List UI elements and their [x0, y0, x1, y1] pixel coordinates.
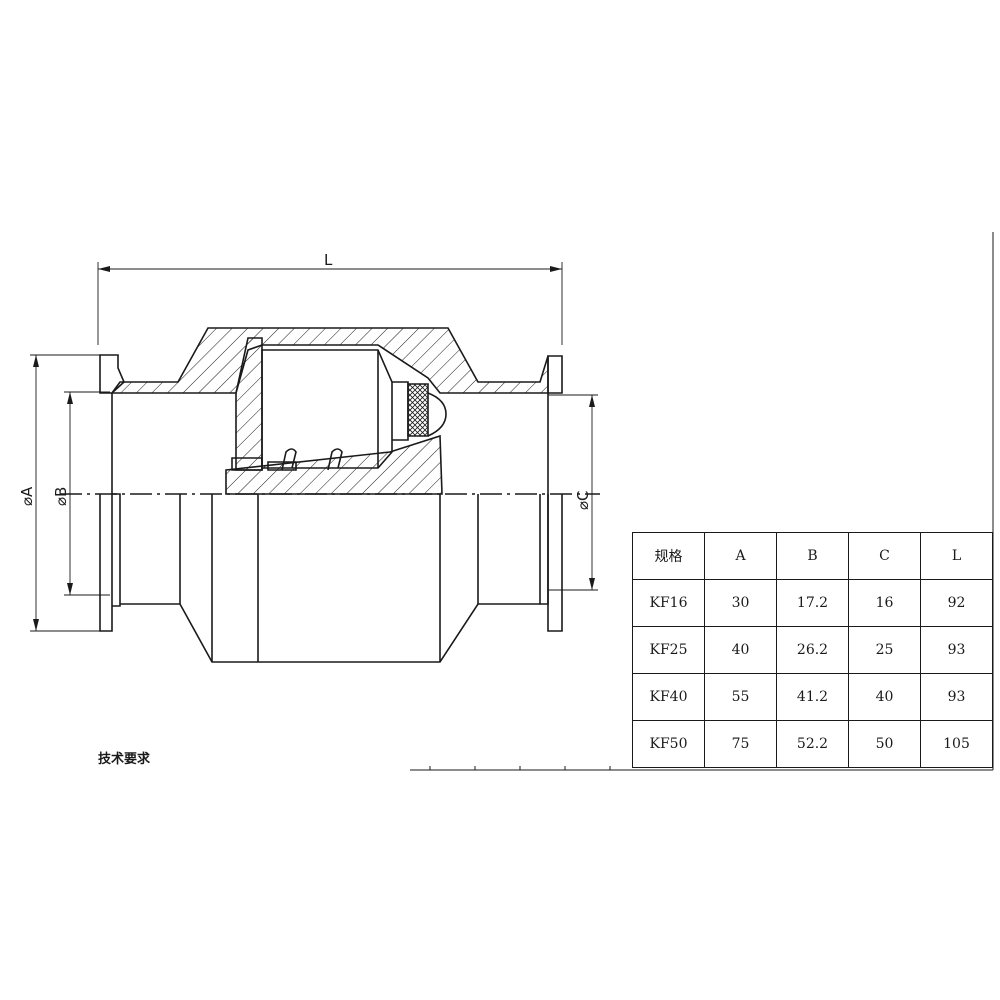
dimension-diameter-b-label: ⌀B [52, 487, 70, 506]
technical-requirements-note: 技术要求 [98, 752, 151, 767]
dimension-diameter-c-label: ⌀C [574, 490, 592, 510]
table-row: KF50 75 52.2 50 105 [632, 720, 993, 768]
table-cell: 16 [848, 579, 921, 627]
sheet-frame [410, 232, 994, 771]
header-cell: L [920, 532, 993, 580]
header-cell: B [776, 532, 849, 580]
table-cell: 92 [920, 579, 993, 627]
table-cell: KF40 [632, 673, 705, 721]
table-row: KF16 30 17.2 16 92 [632, 579, 993, 627]
valve-section-upper [99, 327, 563, 495]
dimension-length-label: L [324, 251, 333, 269]
table-cell: 40 [848, 673, 921, 721]
table-cell: KF16 [632, 579, 705, 627]
table-cell: 93 [920, 673, 993, 721]
spec-table-header-row: 规格 A B C L [632, 532, 993, 580]
dimension-length: L [97, 251, 563, 345]
valve-exterior-lower [99, 493, 563, 663]
table-cell: 75 [704, 720, 777, 768]
table-cell: 93 [920, 626, 993, 674]
header-cell: A [704, 532, 777, 580]
table-cell: 30 [704, 579, 777, 627]
header-cell: C [848, 532, 921, 580]
table-cell: 52.2 [776, 720, 849, 768]
header-cell: 规格 [632, 532, 705, 580]
table-cell: 25 [848, 626, 921, 674]
table-cell: 50 [848, 720, 921, 768]
spec-table: 规格 A B C L KF16 30 17.2 16 92 KF25 40 26… [632, 532, 993, 768]
table-row: KF40 55 41.2 40 93 [632, 673, 993, 721]
dimension-diameter-a: ⌀A [18, 354, 100, 632]
table-cell: 26.2 [776, 626, 849, 674]
table-cell: 41.2 [776, 673, 849, 721]
table-cell: 105 [920, 720, 993, 768]
table-row: KF25 40 26.2 25 93 [632, 626, 993, 674]
table-cell: 17.2 [776, 579, 849, 627]
dimension-diameter-a-label: ⌀A [18, 486, 36, 506]
table-cell: KF25 [632, 626, 705, 674]
table-cell: 55 [704, 673, 777, 721]
table-cell: KF50 [632, 720, 705, 768]
dimension-diameter-c: ⌀C [548, 394, 598, 591]
table-cell: 40 [704, 626, 777, 674]
